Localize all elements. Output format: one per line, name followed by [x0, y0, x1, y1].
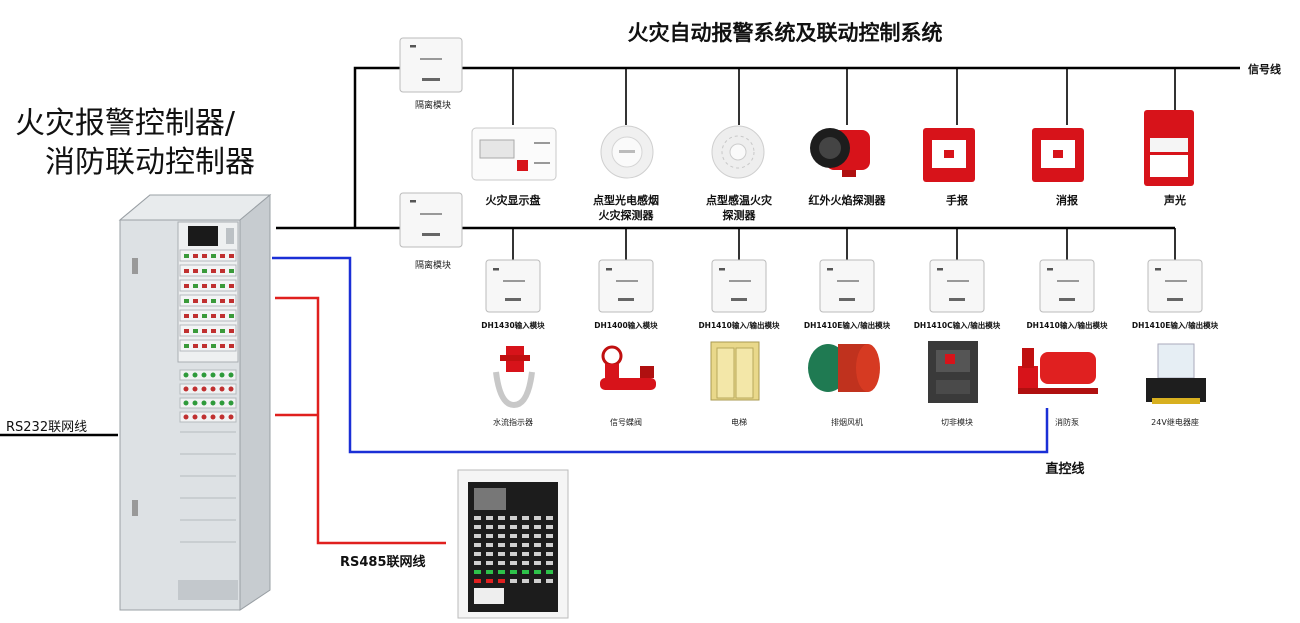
detector-label-5-line-0: 消报 — [1056, 193, 1079, 207]
io-module-2 — [711, 259, 767, 313]
isolator-module-top — [399, 37, 463, 93]
field-device-label-6: 24V继电器座 — [1151, 417, 1199, 427]
isolator-label-bottom: 隔离模块 — [415, 259, 451, 271]
field-device-label-4: 切非模块 — [941, 417, 973, 427]
detector-label-0-line-0: 火灾显示盘 — [486, 193, 541, 207]
io-module-label-3: DH1410E输入/输出模块 — [804, 320, 891, 330]
io-module-5 — [1039, 259, 1095, 313]
device-24v-relay-base — [1146, 343, 1206, 404]
device-fire-pump — [1018, 348, 1098, 394]
rs485-line-label: RS485联网线 — [340, 554, 426, 570]
io-module-label-2: DH1410输入/输出模块 — [698, 320, 780, 330]
io-module-label-1: DH1400输入模块 — [594, 320, 658, 330]
device-water-flow-indicator — [493, 346, 535, 409]
io-module-1 — [598, 259, 654, 313]
io-module-4 — [929, 259, 985, 313]
device-heat-detector — [711, 125, 765, 179]
io-module-label-4: DH1410C输入/输出模块 — [914, 320, 1001, 330]
isolator-label-top: 隔离模块 — [415, 99, 451, 111]
rs232-line-label: RS232联网线 — [6, 420, 87, 435]
signal-line-label: 信号线 — [1248, 62, 1281, 76]
signal-line-top — [353, 66, 1240, 228]
direct-line-label: 直控线 — [1045, 461, 1084, 477]
detector-label-4-line-0: 手报 — [946, 193, 969, 207]
detector-label-2-line-0: 点型感温火灾 — [706, 193, 773, 207]
device-hydrant-button — [1032, 128, 1084, 182]
controller-label-line1: 火灾报警控制器/ — [15, 106, 236, 141]
field-device-label-1: 信号蝶阀 — [610, 417, 642, 427]
controller-label-line2: 消防联动控制器 — [45, 145, 255, 180]
io-module-6 — [1147, 259, 1203, 313]
field-device-label-3: 排烟风机 — [831, 417, 863, 427]
networked-controller-panel — [457, 469, 569, 619]
io-module-label-0: DH1430输入模块 — [481, 320, 545, 330]
detector-label-3-line-0: 红外火焰探测器 — [809, 193, 887, 207]
isolator-module-bottom — [399, 192, 463, 248]
rs485-line — [275, 296, 446, 545]
direct-control-line — [272, 256, 1049, 454]
drop-lines — [430, 40, 1176, 260]
detector-label-1-line-0: 点型光电感烟 — [593, 193, 659, 207]
io-module-3 — [819, 259, 875, 313]
fire-alarm-controller-cabinet — [118, 193, 272, 611]
device-sounder-strobe — [1144, 110, 1194, 186]
io-module-label-5: DH1410输入/输出模块 — [1026, 320, 1108, 330]
detector-label-2-line-1: 探测器 — [723, 208, 757, 222]
field-device-label-2: 电梯 — [731, 417, 747, 427]
device-fire-display-panel — [471, 127, 557, 181]
detector-label-6-line-0: 声光 — [1163, 193, 1186, 207]
device-manual-call-point — [923, 128, 975, 182]
device-power-cutoff-module — [928, 341, 978, 403]
field-device-label-0: 水流指示器 — [493, 417, 533, 427]
field-device-label-5: 消防泵 — [1055, 417, 1079, 427]
device-smoke-detector — [600, 125, 654, 179]
detector-label-1-line-1: 火灾探测器 — [599, 208, 655, 222]
io-module-0 — [485, 259, 541, 313]
wiring — [0, 66, 1240, 545]
device-smoke-exhaust-fan — [808, 344, 880, 392]
device-signal-butterfly-valve — [600, 345, 656, 390]
io-module-label-6: DH1410E输入/输出模块 — [1132, 320, 1219, 330]
device-infrared-flame-detector — [810, 128, 870, 177]
diagram-title: 火灾自动报警系统及联动控制系统 — [628, 21, 943, 45]
device-elevator — [710, 341, 760, 401]
